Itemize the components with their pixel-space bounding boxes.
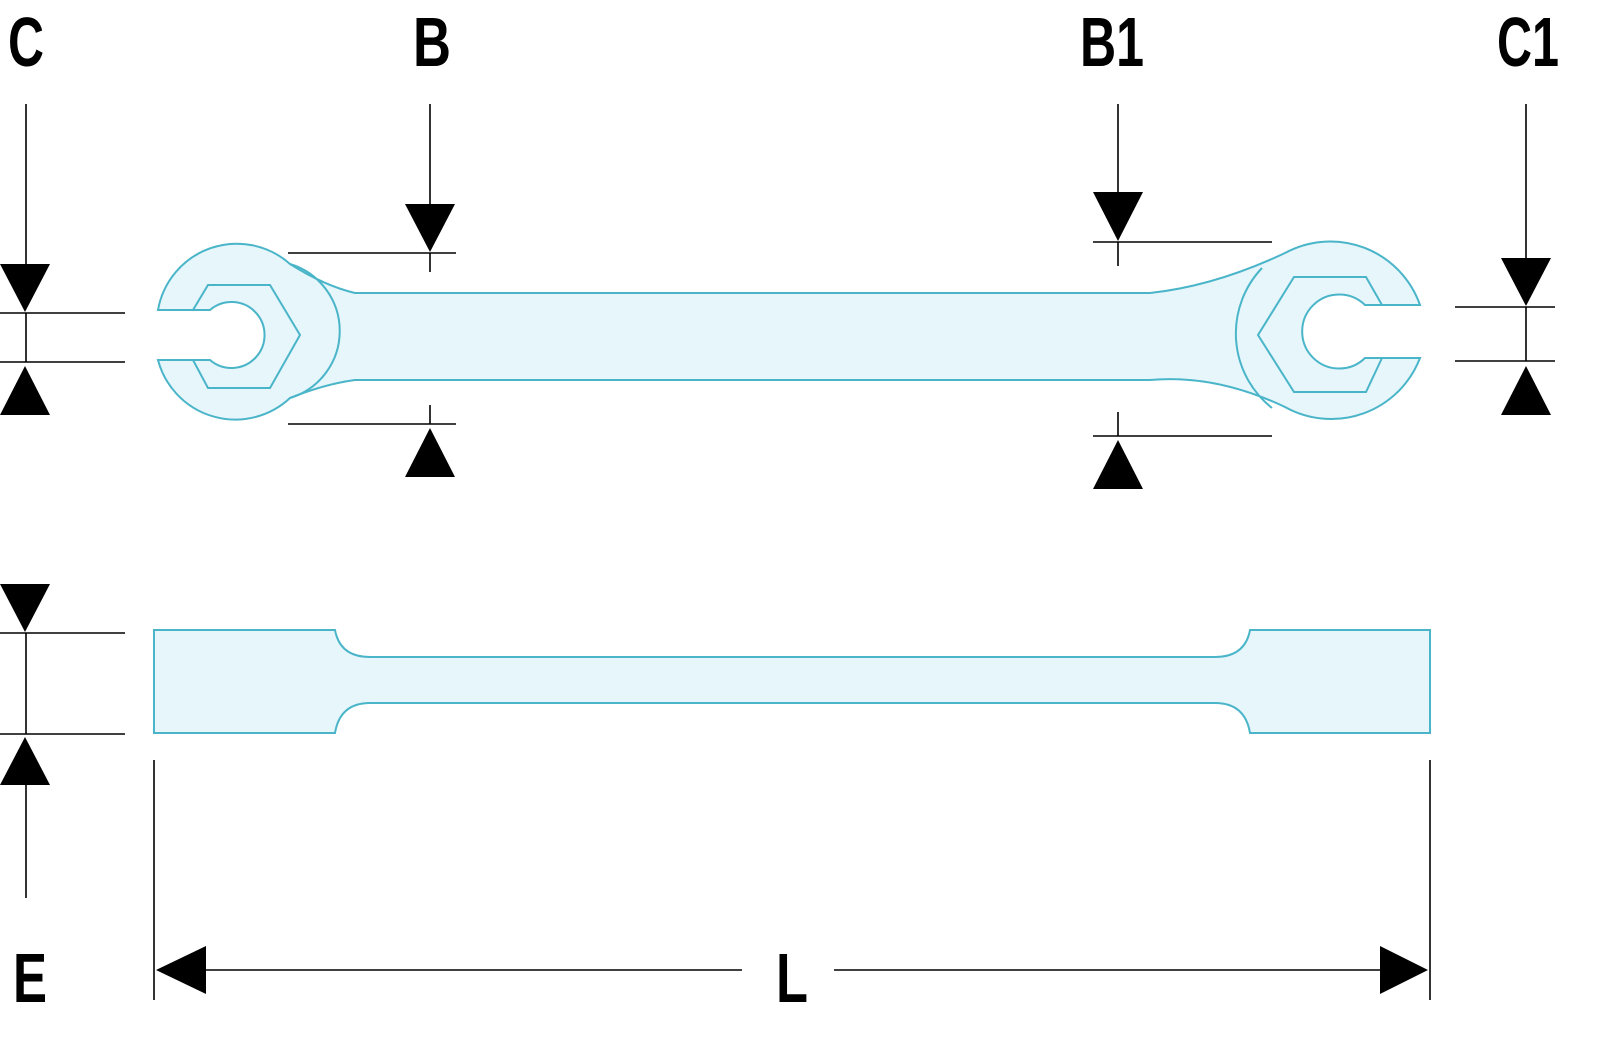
arrow-e-up xyxy=(0,737,50,785)
label-b: B xyxy=(413,3,451,81)
arrow-b-up xyxy=(405,428,455,477)
left-hex-outline xyxy=(192,284,302,389)
label-e: E xyxy=(13,939,47,1017)
dimension-b1 xyxy=(1093,104,1272,489)
arrow-c1-up xyxy=(1501,366,1551,415)
right-hex-outline xyxy=(1256,276,1383,393)
arrow-c-up xyxy=(0,366,50,415)
left-head-arc xyxy=(289,263,341,399)
arrow-b1-up xyxy=(1093,440,1143,489)
arrow-e-down xyxy=(0,584,50,632)
arrow-l-right xyxy=(1380,946,1428,994)
arrow-c1-down xyxy=(1501,258,1551,306)
wrench-top-view xyxy=(156,240,1422,421)
dimension-c xyxy=(0,104,125,415)
label-c: C xyxy=(8,3,44,81)
dimension-l xyxy=(153,760,1431,1000)
dimension-c1 xyxy=(1455,104,1555,415)
arrow-b-down xyxy=(405,204,455,252)
wrench-body-top xyxy=(156,240,1422,421)
dimension-e xyxy=(0,584,125,898)
label-l: L xyxy=(776,939,808,1017)
label-b1: B1 xyxy=(1080,3,1144,81)
wrench-side-view xyxy=(153,629,1431,734)
arrow-l-left xyxy=(156,946,206,994)
dimension-b xyxy=(288,104,456,477)
right-head-arc xyxy=(1234,267,1273,409)
arrow-b1-down xyxy=(1093,192,1143,241)
arrow-c-down xyxy=(0,264,50,312)
label-c1: C1 xyxy=(1497,3,1559,81)
